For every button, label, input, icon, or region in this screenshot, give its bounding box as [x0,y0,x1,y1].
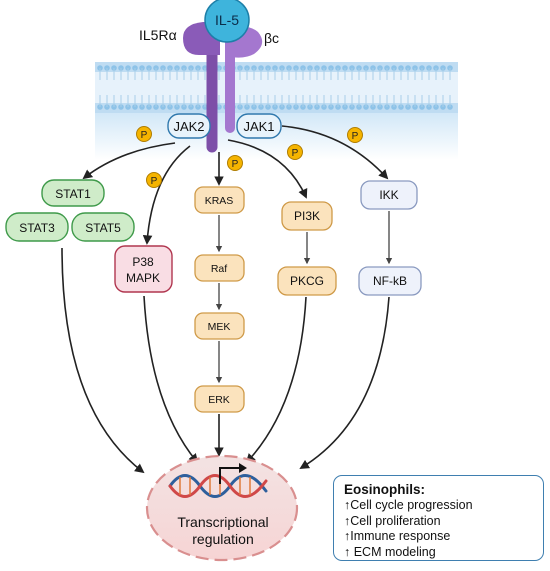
erk-label: ERK [208,394,230,406]
jak1-box [236,113,282,139]
nfkb-box [358,266,422,296]
p38-label: P38 [132,255,154,269]
dna-helix-icon [168,474,268,498]
mek-box [194,312,245,340]
svg-text:P: P [141,130,148,141]
stat1-label: STAT1 [55,187,91,201]
stat5-box [71,212,135,242]
nfkb-label: NF-kB [373,274,407,288]
ikk-box [360,180,418,210]
stat3-label: STAT3 [19,221,55,235]
bc-label: βc [264,30,279,46]
phospho-icon [146,172,162,188]
cell-membrane [95,62,458,113]
arrow-jak2-p38 [142,145,191,245]
stat1-box [41,179,105,207]
arrow-p38-nucleus [143,295,199,464]
svg-text:P: P [292,148,299,159]
mapk-label: MAPK [126,271,160,285]
arrow-jak2-stat [82,142,176,180]
il5ra-label: IL5Rα [139,27,177,43]
arrow-stat-nucleus [61,247,145,474]
phospho-icon [227,155,243,171]
raf-box [194,254,245,282]
raf-label: Raf [211,263,227,275]
eosinophils-effects-box: Eosinophils: ↑Cell cycle progression ↑Ce… [333,475,544,561]
effect-item: ↑ ECM modeling [344,544,436,559]
svg-text:P: P [352,131,359,142]
arrow-jak1-ikk [281,125,389,180]
transcription-start-icon [219,467,240,484]
pi3k-box [281,201,333,231]
mek-label: MEK [208,321,231,333]
jak1-label: JAK1 [243,119,274,134]
svg-text:P: P [232,159,239,170]
ikk-label: IKK [379,188,398,202]
phospho-icon [287,144,303,160]
svg-text:P: P [151,176,158,187]
il5-ligand [204,0,250,43]
phospho-icon [136,126,152,142]
stat3-box [5,212,69,242]
jak2-box [167,113,211,139]
transcription-arrowhead-icon [239,463,247,473]
nucleus-label-line1: Transcriptional [177,514,268,530]
jak2-label: JAK2 [173,119,204,134]
erk-box [194,385,245,413]
pkcg-label: PKCG [290,274,324,288]
stat5-label: STAT5 [85,221,121,235]
arrow-pi3k [227,139,308,199]
pi3k-label: PI3K [294,209,320,223]
phospho-markers: P P P P P [136,126,363,188]
effect-item: ↑Immune response [344,529,451,543]
effect-item: ↑Cell proliferation [344,513,441,528]
kras-label: KRAS [205,195,234,207]
p38-mapk-box [114,245,173,293]
kras-box [194,186,245,214]
effect-item: ↑Cell cycle progression [344,498,473,512]
phospho-icon [347,127,363,143]
arrow-nfkb-nucleus [299,296,390,469]
eosinophils-title: Eosinophils: [344,482,425,497]
nucleus-label-line2: regulation [192,531,254,547]
arrow-pkcg-nucleus [245,296,307,464]
il5-label: IL-5 [215,12,239,28]
pkcg-box [277,266,337,296]
